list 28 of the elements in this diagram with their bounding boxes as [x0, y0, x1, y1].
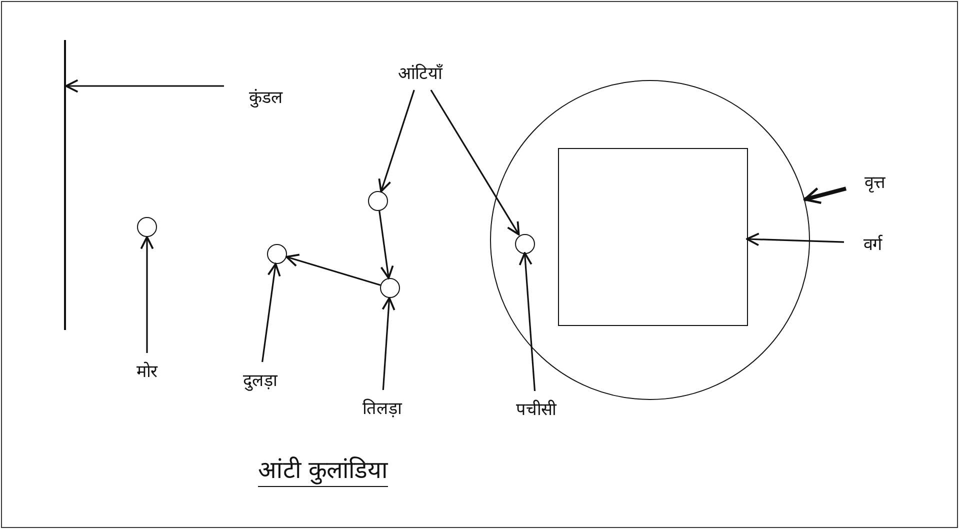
- arrow: [140, 236, 154, 353]
- arrow: [430, 90, 520, 236]
- small-circle: [380, 278, 400, 298]
- arrow: [378, 210, 394, 280]
- label-text: पचीसी: [498, 393, 574, 423]
- label-text: वर्ग: [846, 228, 900, 258]
- arrow: [65, 79, 224, 93]
- square: [558, 148, 748, 326]
- label-text: तिलड़ा: [342, 392, 422, 422]
- small-circle: [137, 217, 157, 237]
- arrow: [804, 186, 846, 204]
- arrow: [746, 232, 844, 246]
- arrow: [518, 252, 536, 392]
- vertical-line: [64, 40, 66, 330]
- title: आंटी कुलांडिया: [258, 452, 388, 487]
- circle: [490, 80, 810, 400]
- arrow: [262, 262, 281, 362]
- label-text: वृत्त: [848, 166, 902, 196]
- arrow: [378, 90, 415, 192]
- small-circle: [515, 234, 535, 254]
- label-text: कुंडल: [226, 80, 306, 112]
- label-text: आंटियाँ: [378, 56, 462, 88]
- arrow: [286, 254, 381, 286]
- arrow: [382, 297, 396, 390]
- small-circle: [267, 244, 287, 264]
- small-circle: [368, 191, 388, 211]
- label-text: दुलड़ा: [222, 364, 298, 394]
- label-text: मोर: [122, 355, 172, 385]
